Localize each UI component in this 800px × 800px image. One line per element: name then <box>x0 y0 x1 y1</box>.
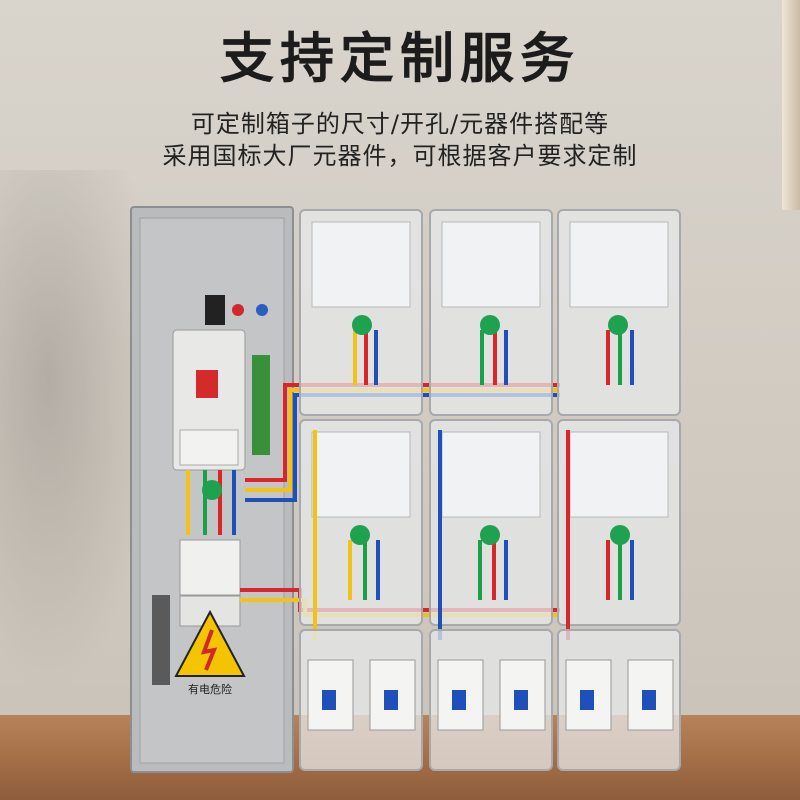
subtitle-line-1: 可定制箱子的尺寸/开孔/元器件搭配等 <box>190 110 610 138</box>
breaker-row <box>299 629 681 771</box>
wall-frame-edge <box>782 0 800 210</box>
headline: 支持定制服务 <box>220 27 580 90</box>
main-switch-box: 有电危险 <box>130 206 294 773</box>
warning-label: 有电危险 <box>188 682 232 696</box>
meter-box-r1c2 <box>429 209 553 416</box>
meter-box-r1c3 <box>557 209 681 416</box>
meter-box-r2c1 <box>299 419 423 640</box>
meter-box-r2c2 <box>429 419 553 640</box>
meter-box-r2c3 <box>557 419 681 640</box>
meter-box-r1c1 <box>299 209 423 416</box>
subtitle-line-2: 采用国标大厂元器件，可根据客户要求定制 <box>162 142 638 170</box>
meter-box-grid <box>299 209 681 640</box>
